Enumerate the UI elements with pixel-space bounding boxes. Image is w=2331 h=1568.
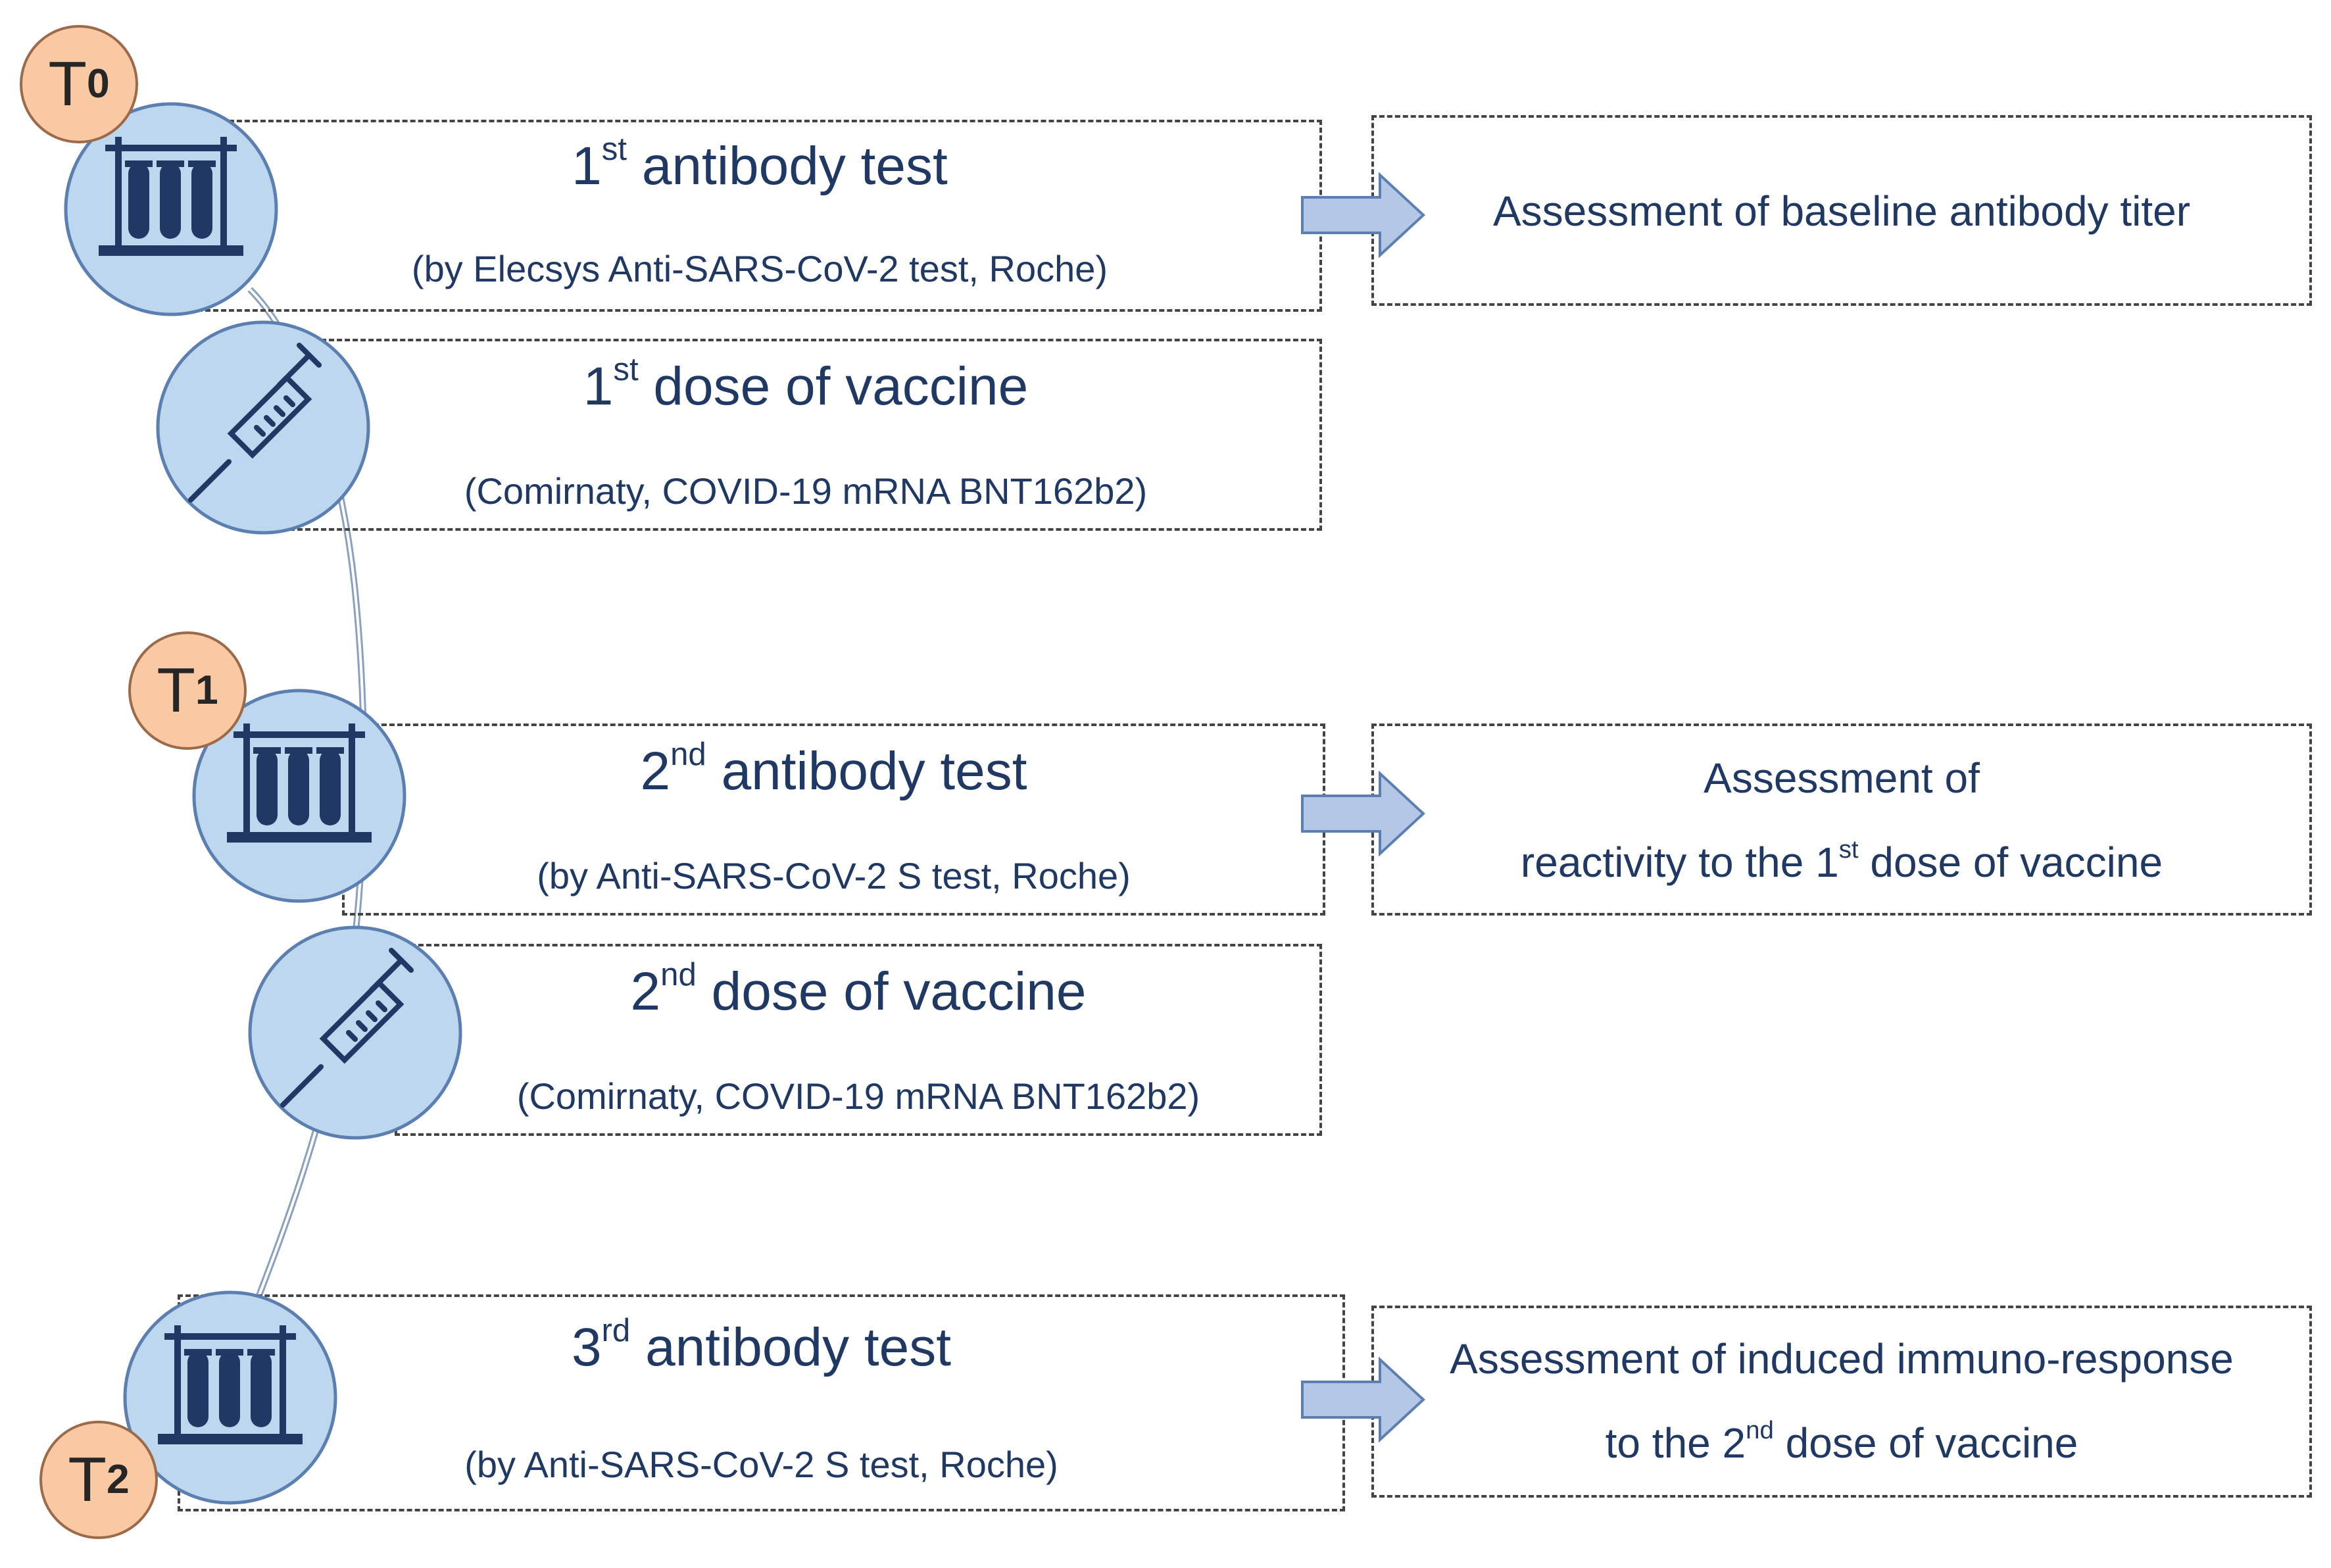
antibody-test-2-box: 2nd antibody test (by Anti-SARS-CoV-2 S … xyxy=(342,723,1325,916)
syringe-icon xyxy=(248,925,462,1140)
antibody-test-1-box: 1st antibody test (by Elecsys Anti-SARS-… xyxy=(197,120,1322,312)
vaccine-dose-1-box: 1st dose of vaccine (Comirnaty, COVID-19… xyxy=(289,339,1322,531)
arrow-icon-2 xyxy=(1301,771,1425,856)
antibody-test-3-title: 3rd antibody test xyxy=(571,1312,952,1377)
test-tubes-icon xyxy=(123,1290,337,1505)
vaccine-dose-2-box: 2nd dose of vaccine (Comirnaty, COVID-19… xyxy=(395,944,1322,1136)
vaccine-dose-2-subtitle: (Comirnaty, COVID-19 mRNA BNT162b2) xyxy=(516,1075,1200,1117)
antibody-test-3-subtitle: (by Anti-SARS-CoV-2 S test, Roche) xyxy=(464,1444,1058,1485)
assessment-2-box: Assessment of reactivity to the 1st dose… xyxy=(1371,723,2312,916)
syringe-icon xyxy=(156,320,370,535)
vaccine-dose-2-title: 2nd dose of vaccine xyxy=(630,956,1087,1021)
antibody-test-2-title: 2nd antibody test xyxy=(640,736,1027,801)
vaccine-dose-1-subtitle: (Comirnaty, COVID-19 mRNA BNT162b2) xyxy=(464,470,1148,512)
antibody-test-1-subtitle: (by Elecsys Anti-SARS-CoV-2 test, Roche) xyxy=(411,248,1108,289)
arrow-icon-1 xyxy=(1301,172,1425,258)
antibody-test-3-box: 3rd antibody test (by Anti-SARS-CoV-2 S … xyxy=(178,1294,1345,1511)
assessment-3-box: Assessment of induced immuno-response to… xyxy=(1371,1306,2312,1498)
test-tubes-icon xyxy=(192,689,406,903)
assessment-1-box: Assessment of baseline antibody titer xyxy=(1371,115,2312,306)
assessment-3-line1: Assessment of induced immuno-response xyxy=(1450,1335,2234,1383)
assessment-3-line2: to the 2nd dose of vaccine xyxy=(1605,1416,2078,1467)
test-tubes-icon xyxy=(64,102,278,316)
vaccine-dose-1-title: 1st dose of vaccine xyxy=(583,351,1029,416)
assessment-2-line1: Assessment of xyxy=(1704,754,1980,802)
antibody-test-1-title: 1st antibody test xyxy=(572,131,948,196)
assessment-1-text: Assessment of baseline antibody titer xyxy=(1492,187,2191,235)
assessment-2-line2: reactivity to the 1st dose of vaccine xyxy=(1520,835,2163,886)
arrow-icon-3 xyxy=(1301,1357,1425,1442)
antibody-test-2-subtitle: (by Anti-SARS-CoV-2 S test, Roche) xyxy=(537,855,1131,896)
